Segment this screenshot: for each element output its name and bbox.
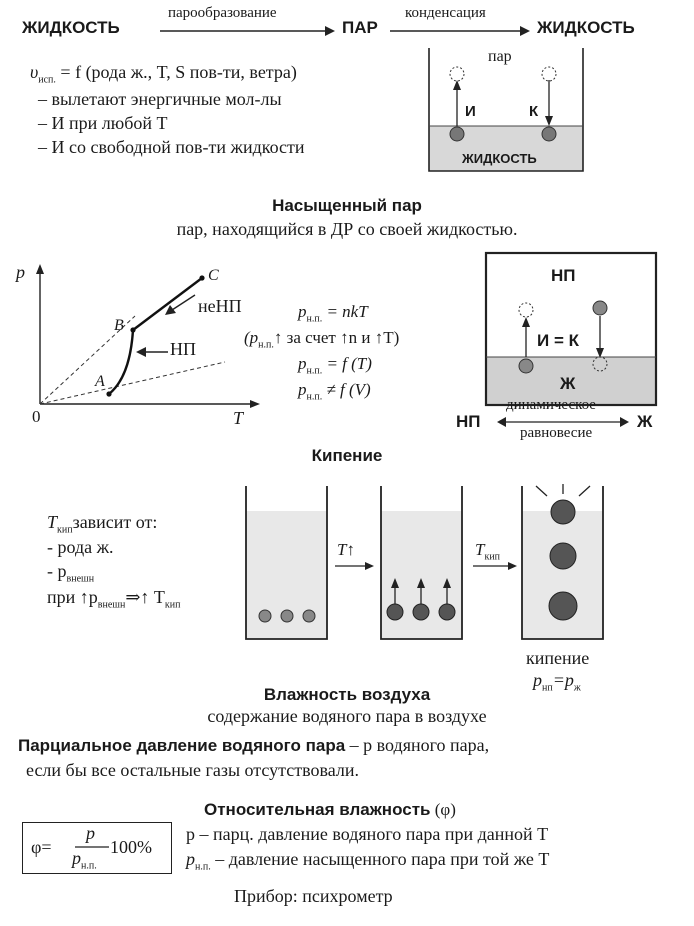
- graph-x-axis-label: T: [233, 408, 244, 428]
- equilibrium-liquid: Ж: [637, 412, 653, 431]
- graph-label-nenp: неНП: [198, 296, 242, 316]
- boiling-title: Кипение: [311, 446, 383, 465]
- vessel-liquid-label: ЖИДКОСТЬ: [462, 151, 537, 166]
- formula-phi: φ=: [31, 837, 52, 857]
- graph-point-a: A: [95, 373, 105, 390]
- evaporation-bullet-1: – вылетают энергичные мол-лы: [38, 89, 282, 109]
- saturated-box-diagram: [484, 251, 658, 407]
- saturation-pt-graph: [36, 264, 260, 408]
- evaporation-bullet-3: – И со свободной пов-ти жидкости: [38, 137, 305, 157]
- definition-p-saturated: pн.п. – давление насыщенного пара при то…: [186, 849, 550, 873]
- evaporation-formula: υисп. = f (рода ж., T, S пов-ти, ветра): [30, 62, 297, 86]
- instrument-line: Прибор: психрометр: [234, 886, 393, 906]
- definition-p: p – парц. давление водяного пара при дан…: [186, 824, 549, 844]
- boiling-arrow1-label: T↑: [337, 540, 355, 559]
- chain-evaporation-label: парообразование: [168, 5, 277, 21]
- formula-percent: 100%: [110, 837, 152, 857]
- boiling-item-kind: - рода ж.: [47, 537, 114, 557]
- box-np-title: НП: [551, 266, 576, 285]
- chain-liquid-left: ЖИДКОСТЬ: [22, 18, 120, 37]
- formula-p-increase: (pн.п.↑ за счет ↑n и ↑T): [244, 328, 400, 351]
- chain-arrow-2: [390, 26, 530, 36]
- boiling-vessels-diagram: [245, 484, 604, 640]
- boiling-depends-line: Tкипзависит от:: [47, 512, 158, 536]
- chain-condensation-label: конденсация: [405, 5, 486, 21]
- chain-arrow-1: [160, 26, 335, 36]
- evaporation-vessel-diagram: [428, 48, 584, 172]
- partial-pressure-line-2: если бы все остальные газы отсутствовали…: [26, 760, 359, 780]
- vessel-condensation-letter: К: [529, 103, 539, 120]
- relative-humidity-title: Относительная влажность (φ): [204, 800, 456, 819]
- graph-label-np: НП: [170, 339, 196, 359]
- humidity-title: Влажность воздуха: [263, 685, 431, 704]
- humidity-subtitle: содержание водяного пара в воздухе: [207, 706, 487, 726]
- equilibrium-double-arrow: [497, 417, 629, 427]
- chain-vapor: ПАР: [342, 18, 378, 37]
- vessel-evaporation-letter: И: [465, 103, 476, 120]
- equilibrium-vapor: НП: [456, 412, 481, 431]
- chain-liquid-right: ЖИДКОСТЬ: [537, 18, 635, 37]
- graph-point-c: C: [208, 267, 219, 284]
- graph-point-b: B: [114, 317, 124, 334]
- equilibrium-bottom-label: равновесие: [520, 425, 593, 441]
- evaporation-bullet-2: – И при любой T: [38, 113, 168, 133]
- boiling-caption: кипение: [526, 648, 590, 668]
- boiling-arrow2-label: Tкип: [475, 540, 501, 563]
- box-liquid-letter: Ж: [560, 374, 576, 393]
- saturated-subtitle: пар, находящийся в ДР со своей жидкостью…: [176, 219, 518, 239]
- boiling-caption-equation: pнп=pж: [533, 670, 581, 694]
- formula-numerator: p: [86, 823, 95, 843]
- formula-denominator: pн.п.: [72, 848, 97, 872]
- vessel-vapor-label: пар: [488, 48, 512, 65]
- box-equality: И = К: [537, 331, 579, 350]
- saturated-title: Насыщенный пар: [272, 196, 422, 215]
- equilibrium-top-label: динамическое: [506, 397, 596, 413]
- graph-y-axis-label: p: [16, 262, 25, 282]
- boiling-item-relation: при ↑pвнешн⇒↑ Tкип: [47, 587, 181, 611]
- formula-p-nkt: pн.п. = nkT: [298, 302, 368, 325]
- graph-origin-label: 0: [32, 407, 41, 426]
- formula-p-not-f-v: pн.п. ≠ f (V): [298, 380, 371, 403]
- formula-fraction-bar: [75, 846, 109, 848]
- boiling-item-pressure: - pвнешн: [47, 561, 95, 585]
- relative-humidity-formula-box: [22, 822, 172, 874]
- formula-p-f-t: pн.п. = f (T): [298, 354, 372, 377]
- partial-pressure-line: Парциальное давление водяного пара – p в…: [18, 735, 490, 755]
